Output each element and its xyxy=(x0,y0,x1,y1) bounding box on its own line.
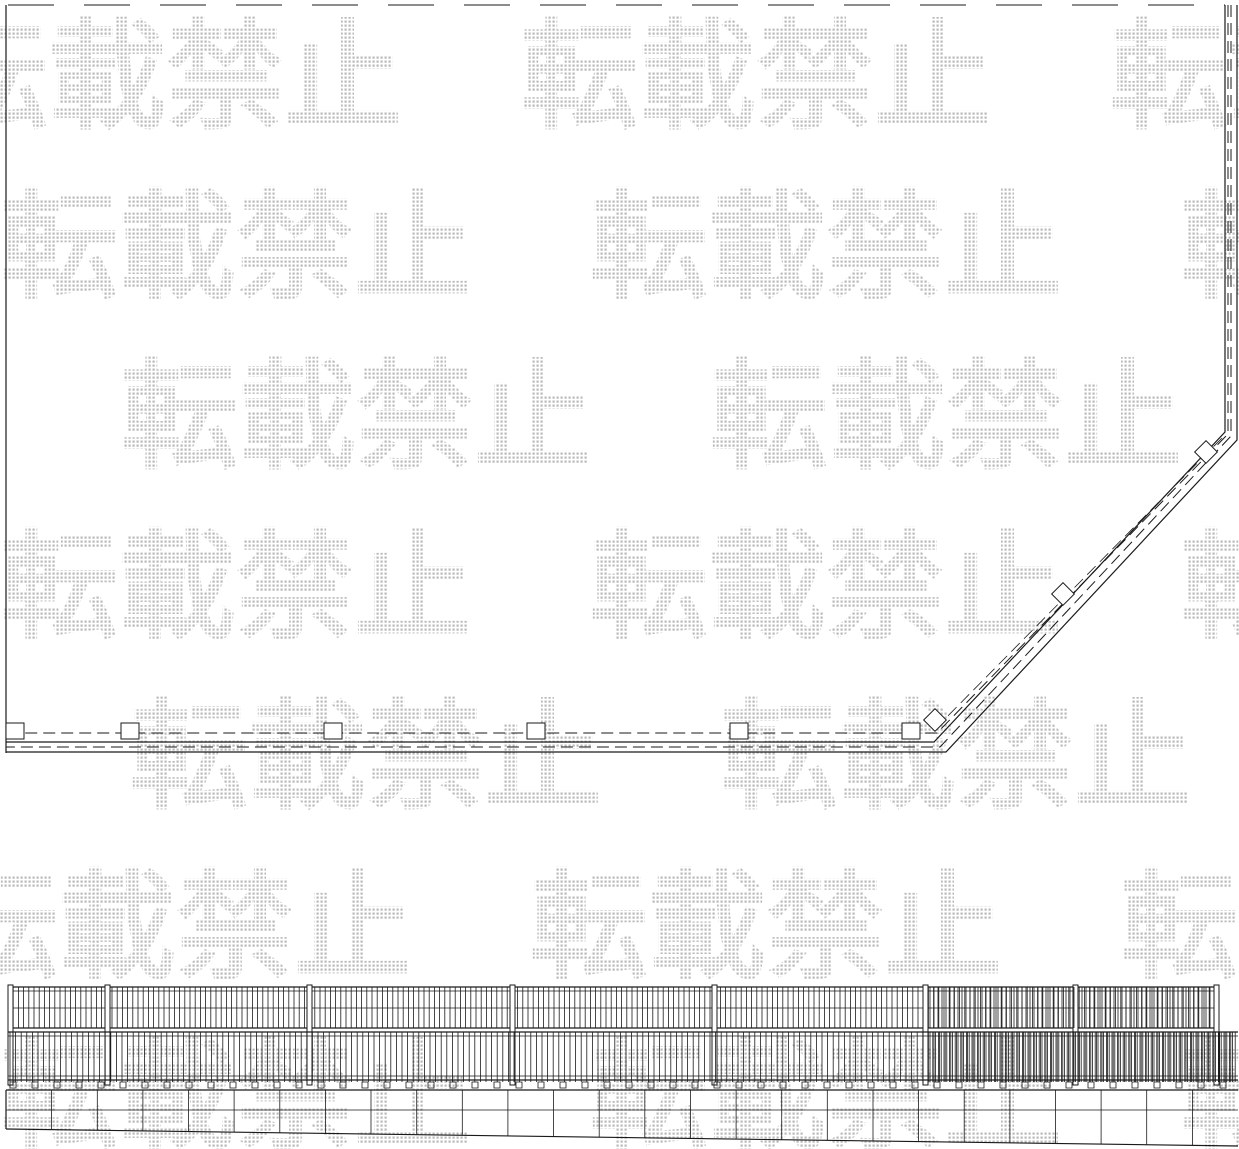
plan-post xyxy=(5,722,25,740)
watermark-text: 転載禁止 転載禁止 転載禁止 転載禁止 xyxy=(120,348,1239,486)
fence-upper-section xyxy=(7,984,1220,1086)
lower-mesh-bars xyxy=(9,1032,1232,1082)
elevation-view xyxy=(5,984,1239,1147)
plan-post xyxy=(1193,439,1219,465)
watermark-text: 転載禁止 転載禁止 転載禁止 転載禁止 xyxy=(0,858,1239,996)
plan-post xyxy=(922,707,948,733)
plan-post xyxy=(526,722,546,740)
elevation-post xyxy=(104,984,111,1086)
right-wall-inner-line xyxy=(6,5,1226,743)
plan-view xyxy=(5,4,1238,753)
plan-post xyxy=(729,722,749,740)
post-feet xyxy=(9,1081,1227,1089)
watermark-text: 転載禁止 転載禁止 転載禁止 転載禁止 xyxy=(130,688,1239,826)
watermark-text: 転載禁止 転載禁止 転載禁止 転載禁止 xyxy=(0,178,1239,316)
elevation-post xyxy=(306,984,313,1086)
fence-centerline-a xyxy=(6,5,1232,748)
watermark: 転載禁止 転載禁止 転載禁止 転載禁止 転載禁止 転載禁止 転載禁止 転載禁止 … xyxy=(0,8,1239,1149)
right-wall-outer-line xyxy=(6,5,1238,753)
plan-post xyxy=(1050,581,1076,607)
upper-mesh-bars-dense xyxy=(929,987,1215,1028)
elevation-post xyxy=(509,984,516,1086)
elevation-post xyxy=(711,984,718,1086)
base-ground-line xyxy=(5,1128,1239,1147)
fence-lower-section xyxy=(8,987,1238,1089)
plan-post xyxy=(120,722,140,740)
fence-centerline-b xyxy=(6,5,1229,734)
elevation-post xyxy=(922,984,929,1086)
watermark-text: 転載禁止 転載禁止 転載禁止 転載禁止 xyxy=(0,8,1239,146)
watermark-text: 転載禁止 転載禁止 転載禁止 転載禁止 xyxy=(0,1028,1239,1149)
lower-mesh-bars-dense xyxy=(929,1032,1236,1082)
watermark-text: 転載禁止 転載禁止 転載禁止 転載禁止 xyxy=(0,518,1239,656)
plan-posts xyxy=(5,439,1219,740)
elevation-post xyxy=(7,984,14,1086)
base-wall xyxy=(5,1089,1239,1147)
diagonal-dash-edge xyxy=(933,437,1223,731)
plan-post xyxy=(323,722,343,740)
plan-post xyxy=(901,722,921,740)
